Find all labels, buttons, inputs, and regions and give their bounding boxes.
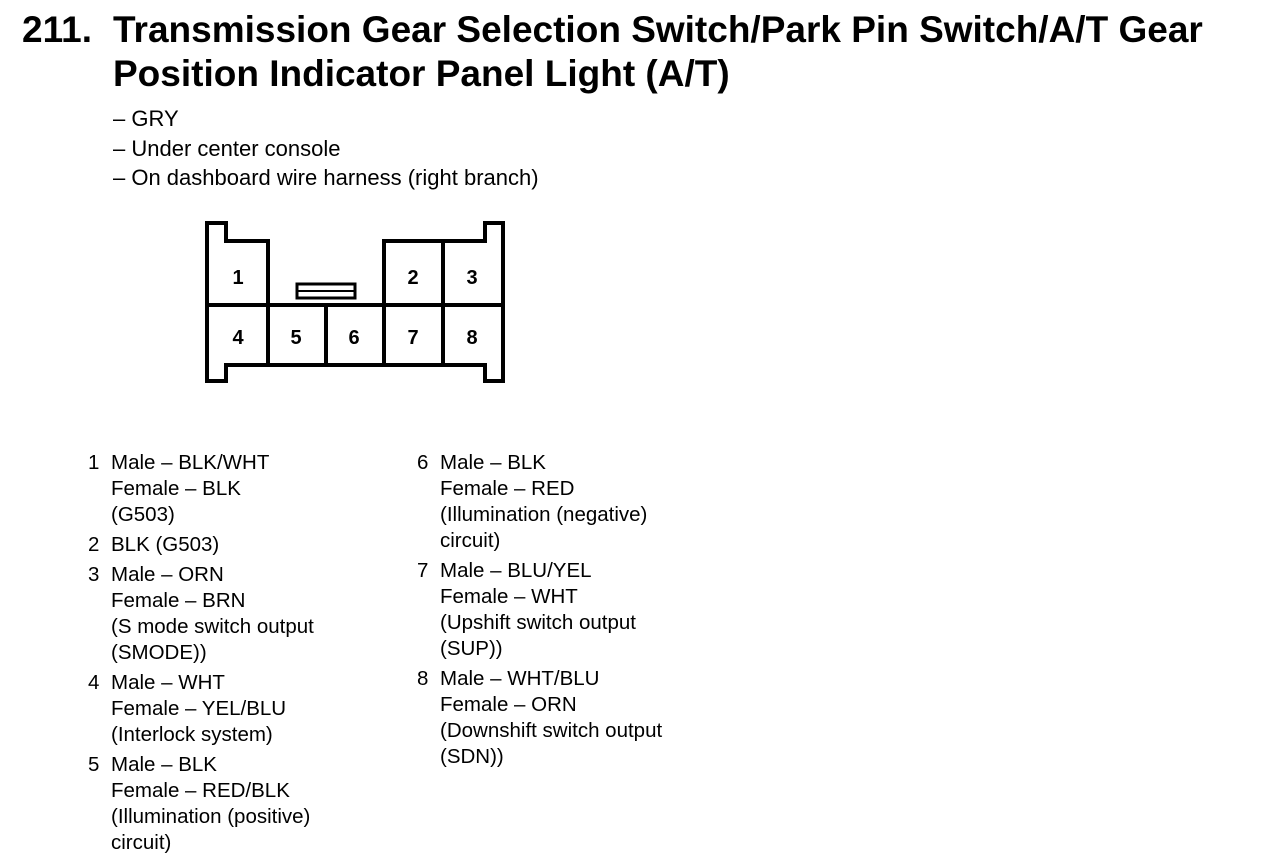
pin-label: 1 [232,267,243,289]
pin-line: circuit) [111,831,172,854]
pin-line: Male – BLU/YEL [440,559,592,582]
connector-housing [205,221,505,383]
connector-details: – GRY – Under center console – On dashbo… [113,104,539,193]
pin-line: (Interlock system) [111,723,273,746]
pin-line: (SMODE)) [111,641,207,664]
pin-line: Female – BLK [111,477,241,500]
section-number: 211. [22,9,92,50]
pin-line: Female – WHT [440,585,578,608]
connector-color: – GRY [113,106,179,131]
pin-label: 8 [466,327,477,349]
pin-line: Female – BRN [111,589,246,612]
pin-number: 3 [88,563,100,586]
pin-line: Female – ORN [440,693,577,716]
pin-line: (Upshift switch output [440,611,636,634]
pin-line: Female – YEL/BLU [111,697,287,720]
pin-line: BLK (G503) [111,533,220,556]
pin-entry: 6 Male – BLK Female – RED (Illumination … [417,450,662,554]
pin-entry: 5 Male – BLK Female – RED/BLK (Illuminat… [88,752,314,856]
pin-entry: 8 Male – WHT/BLU Female – ORN (Downshift… [417,666,662,770]
pin-number: 7 [417,559,429,582]
pin-line: Male – ORN [111,563,224,586]
pin-line: (S mode switch output [111,615,314,638]
pin-line: Male – BLK [111,753,217,776]
pin-line: Female – RED/BLK [111,779,290,802]
pin-label: 4 [232,327,244,349]
page-title: Transmission Gear Selection Switch/Park … [113,9,1203,94]
connector-location: – Under center console [113,135,341,161]
pin-number: 5 [88,753,100,776]
pin-line: Female – RED [440,477,575,500]
pin-number: 6 [417,451,429,474]
pin-entry: 1 Male – BLK/WHT Female – BLK (G503) [88,450,314,528]
pin-line: Male – BLK/WHT [111,451,270,474]
pin-label: 7 [407,327,418,349]
pin-label: 5 [290,327,301,349]
pin-line: circuit) [440,529,501,552]
pin-entry: 7 Male – BLU/YEL Female – WHT (Upshift s… [417,558,662,662]
pin-number: 2 [88,533,100,556]
pin-label: 6 [348,327,359,349]
pin-number: 4 [88,671,100,694]
pin-label: 3 [466,267,477,289]
pin-line: (Downshift switch output [440,719,663,742]
pin-line: (G503) [111,503,175,526]
pin-entry: 3 Male – ORN Female – BRN (S mode switch… [88,562,314,666]
pin-line: Male – BLK [440,451,546,474]
pin-list-left: 1 Male – BLK/WHT Female – BLK (G503) 2 B… [88,450,314,860]
pin-list-right: 6 Male – BLK Female – RED (Illumination … [417,450,662,774]
pin-line: Male – WHT [111,671,225,694]
pin-line: (Illumination (positive) [111,805,311,828]
pin-line: (Illumination (negative) [440,503,648,526]
pin-line: (SUP)) [440,637,503,660]
pin-line: Male – WHT/BLU [440,667,600,690]
pin-entry: 2 BLK (G503) [88,532,314,558]
pin-label: 2 [407,267,418,289]
pin-number: 8 [417,667,429,690]
pin-entry: 4 Male – WHT Female – YEL/BLU (Interlock… [88,670,314,748]
pin-number: 1 [88,451,100,474]
connector-harness: – On dashboard wire harness (right branc… [113,165,539,190]
pin-line: (SDN)) [440,745,504,768]
